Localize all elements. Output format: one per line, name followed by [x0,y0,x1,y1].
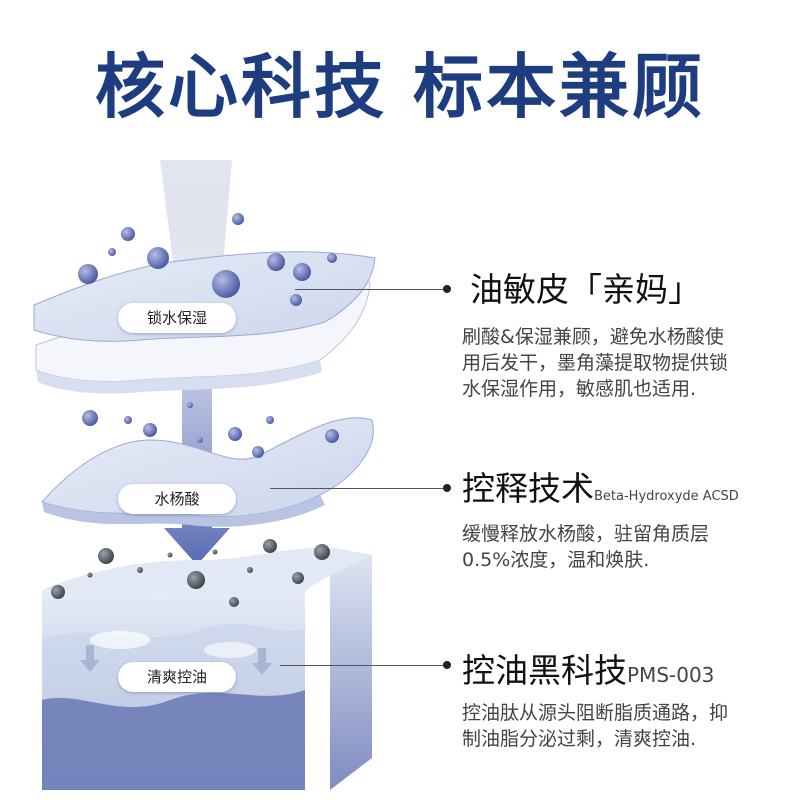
layer-label-oil-control: 清爽控油 [118,662,236,692]
leader-dot-3 [443,661,451,669]
feature-desc-2: 缓慢释放水杨酸，驻留角质层0.5%浓度，温和焕肤. [462,521,738,573]
feature-desc-1: 刷酸&保湿兼顾，避免水杨酸使用后发干，墨角藻提取物提供锁水保湿作用，敏感肌也适用… [462,324,738,402]
feature-heading-3: 控油黑科技PMS-003 [462,654,714,687]
feature-heading-3-text: 控油黑科技 [462,651,627,690]
feature-code-2: Beta-Hydroxyde ACSD [594,489,739,504]
leader-dot-2 [443,484,451,492]
title-part-2: 标本兼顾 [413,46,705,128]
leader-line-2 [270,488,447,489]
page-title: 核心科技标本兼顾 [0,52,800,122]
feature-heading-2-text: 控释技术 [462,469,594,508]
feature-heading-2: 控释技术Beta-Hydroxyde ACSD [462,472,739,505]
feature-heading-1-text: 油敏皮「亲妈」 [470,270,701,309]
feature-code-3: PMS-003 [627,663,714,687]
feature-heading-1: 油敏皮「亲妈」 [470,273,701,306]
layer-label-moisture-lock: 锁水保湿 [118,303,236,333]
leader-dot-1 [443,285,451,293]
leader-line-1 [295,289,447,290]
feature-desc-3: 控油肽从源头阻断脂质通路，抑制油脂分泌过剩，清爽控油. [462,700,738,752]
title-part-1: 核心科技 [95,46,387,128]
leader-line-3 [280,665,447,666]
layer-label-salicylic-acid: 水杨酸 [118,484,236,514]
